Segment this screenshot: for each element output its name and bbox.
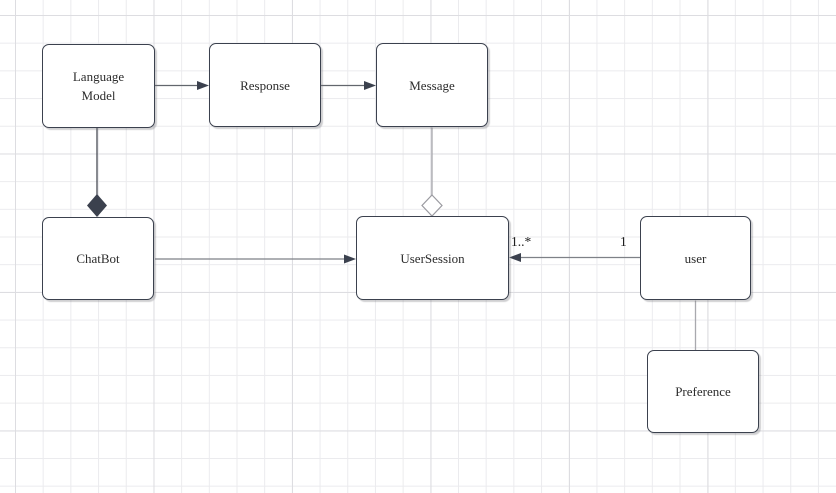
node-language-model[interactable]: Language Model	[42, 44, 155, 128]
aggregation-diamond-icon	[421, 194, 443, 217]
composition-diamond-icon	[87, 194, 107, 217]
edge-response-message[interactable]	[321, 81, 376, 90]
node-label: Language Model	[72, 69, 125, 103]
node-preference[interactable]: Preference	[647, 350, 759, 433]
node-label: UserSession	[400, 250, 465, 266]
node-label: Message	[409, 77, 455, 93]
edge-chatbot-usersession[interactable]	[155, 254, 356, 264]
node-label: Response	[240, 77, 290, 93]
node-label: ChatBot	[76, 251, 120, 266]
node-message[interactable]: Message	[376, 43, 488, 127]
node-label: user	[684, 250, 707, 266]
edge-message-usersession-aggregation[interactable]	[421, 127, 443, 217]
edge-user-usersession[interactable]	[509, 253, 640, 262]
node-user[interactable]: user	[640, 216, 751, 300]
node-chatbot[interactable]: ChatBot	[42, 217, 154, 300]
multiplicity-label-usersession[interactable]: 1..*	[511, 234, 532, 249]
arrowhead-icon	[364, 81, 376, 90]
arrowhead-icon	[197, 81, 209, 90]
node-usersession[interactable]: UserSession	[356, 216, 509, 300]
arrowhead-icon	[344, 254, 356, 264]
arrowhead-icon	[509, 253, 521, 262]
node-label: Preference	[675, 384, 731, 399]
edge-languagemodel-response[interactable]	[155, 81, 209, 90]
edge-languagemodel-chatbot-composition[interactable]	[87, 128, 107, 217]
multiplicity-label-user[interactable]: 1	[620, 234, 627, 249]
node-response[interactable]: Response	[209, 43, 321, 127]
